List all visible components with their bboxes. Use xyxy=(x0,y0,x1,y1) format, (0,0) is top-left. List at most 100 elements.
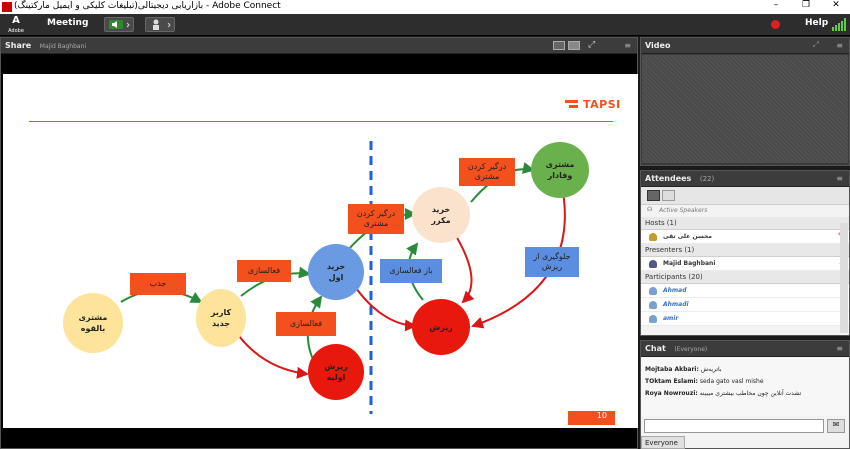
video-title: Video xyxy=(645,41,671,50)
host-avatar-icon xyxy=(649,233,657,241)
label-attract: جذب xyxy=(130,273,186,295)
label-reactivation: باز فعالسازی xyxy=(380,259,442,283)
share-menu-icon[interactable]: ≡ xyxy=(624,41,631,50)
chat-recipient-tab[interactable]: Everyone xyxy=(641,436,685,449)
share-title: Share xyxy=(5,41,32,50)
participants-section[interactable]: Participants (20) xyxy=(641,271,849,284)
presenter-name: Majid Baghbani xyxy=(39,43,87,50)
slide: TAPSI مشتری بالقوه کاربر جدید ریزش اولیه… xyxy=(3,74,638,428)
list-view-icon[interactable] xyxy=(647,190,660,201)
participants-label: Participants (20) xyxy=(645,273,703,281)
label-churn-prevention: جلوگیری از ریزش xyxy=(525,247,579,277)
label-activation-1: فعالسازی xyxy=(237,260,291,282)
hosts-section[interactable]: Hosts (1) xyxy=(641,217,849,230)
presenters-label: Presenters (1) xyxy=(645,246,695,254)
video-menu-icon[interactable]: ≡ xyxy=(836,41,843,50)
share-pod-header: Share Majid Baghbani ⤢ ≡ xyxy=(1,38,637,54)
participant-name: Ahmad xyxy=(663,287,687,294)
chat-pod-header: Chat (Everyone) ≡ xyxy=(641,341,849,357)
attendees-menu-icon[interactable]: ≡ xyxy=(836,174,843,183)
connection-strength-icon xyxy=(832,18,846,31)
header-rule xyxy=(29,121,613,122)
slide-page-number: 10 xyxy=(568,411,615,425)
layout-icon[interactable] xyxy=(553,41,565,50)
node-loyal-customer: مشتری وفادار xyxy=(531,142,589,198)
label-engage-1: درگیر کردن مشتری xyxy=(348,204,404,234)
status-view-icon[interactable] xyxy=(662,190,675,201)
node-churn: ریزش xyxy=(412,299,470,355)
attendees-title: Attendees xyxy=(645,174,692,183)
person-icon xyxy=(153,19,171,30)
chat-user: Mojtaba Akbari: xyxy=(645,366,699,373)
participant-row[interactable]: Ahmad xyxy=(641,284,849,298)
chat-message: Mojtaba Akbari: باتریەش xyxy=(645,366,849,373)
chat-user: TOktam Eslami: xyxy=(645,378,698,385)
participant-avatar-icon xyxy=(649,315,657,323)
app-icon xyxy=(2,2,12,12)
participant-row[interactable]: amir xyxy=(641,312,849,326)
attendees-pod-header: Attendees (22) ≡ xyxy=(641,171,849,187)
speaker-button[interactable] xyxy=(104,17,134,32)
attendees-pod: Attendees (22) ≡ ☊ Active Speakers Hosts… xyxy=(640,170,850,336)
chat-log: Mojtaba Akbari: باتریەش TOktam Eslami: s… xyxy=(641,358,849,416)
node-initial-churn: ریزش اولیه xyxy=(308,344,364,400)
chat-menu-icon[interactable]: ≡ xyxy=(836,344,843,353)
chat-user: Roya Nowrouzi: xyxy=(645,390,698,397)
attendees-scrollbar[interactable] xyxy=(840,223,848,333)
fit-width-icon[interactable] xyxy=(568,41,580,50)
participant-avatar-icon xyxy=(649,287,657,295)
minimize-button[interactable]: – xyxy=(773,0,779,10)
window-title: بازاریابی دیجیتالی(تبلیغات کلیکی و ایمیل… xyxy=(14,1,281,11)
participant-avatar-icon xyxy=(649,301,657,309)
chat-text: باتریەش xyxy=(700,366,722,373)
participant-name: amir xyxy=(663,315,679,322)
presenters-section[interactable]: Presenters (1) xyxy=(641,244,849,257)
host-name: محسن علی تقی xyxy=(663,233,712,240)
label-activation-2: فعالسازی xyxy=(276,312,336,336)
video-fullscreen-icon[interactable]: ⤢ xyxy=(812,40,819,49)
chat-title: Chat xyxy=(645,344,666,353)
chat-text: seda gato vasl mishe xyxy=(699,378,764,385)
chat-recipient-label: Everyone xyxy=(645,439,678,447)
maximize-button[interactable]: ❐ xyxy=(801,0,811,10)
node-first-purchase: خرید اول xyxy=(308,244,364,300)
label-engage-2: درگیر کردن مشتری xyxy=(459,158,515,186)
raise-hand-button[interactable] xyxy=(145,17,175,32)
active-speakers-label: Active Speakers xyxy=(659,207,708,214)
send-message-button[interactable]: ✉ xyxy=(827,419,845,433)
presenter-avatar-icon xyxy=(649,260,657,268)
node-repeat-purchase: خرید مکرر xyxy=(412,187,470,243)
speaker-icon xyxy=(109,20,130,29)
video-area xyxy=(642,55,848,163)
chat-message: TOktam Eslami: seda gato vasl mishe xyxy=(645,378,849,385)
send-icon: ✉ xyxy=(832,420,840,429)
active-speakers: ☊ Active Speakers xyxy=(641,205,849,217)
hosts-label: Hosts (1) xyxy=(645,219,677,227)
tapsi-logo-mark xyxy=(565,100,578,108)
node-new-user: کاربر جدید xyxy=(196,289,246,347)
title-bar: بازاریابی دیجیتالی(تبلیغات کلیکی و ایمیل… xyxy=(0,0,850,14)
host-row[interactable]: محسن علی تقی✎ xyxy=(641,230,849,244)
close-button[interactable]: ✕ xyxy=(832,0,840,10)
fullscreen-icon[interactable]: ⤢ xyxy=(588,40,596,50)
chat-scope: (Everyone) xyxy=(674,346,708,353)
tapsi-logo-text: TAPSI xyxy=(583,98,621,111)
speaker-icon: ☊ xyxy=(647,206,653,213)
presenter-row-name: Majid Baghbani xyxy=(663,260,716,267)
participant-row[interactable]: Ahmadi xyxy=(641,298,849,312)
attendee-count: (22) xyxy=(699,175,715,183)
record-indicator xyxy=(771,20,780,29)
help-menu[interactable]: Help xyxy=(805,18,829,28)
video-pod-header: Video ⤢ ≡ xyxy=(641,38,849,54)
presenter-row[interactable]: Majid Baghbani♪ xyxy=(641,257,849,271)
video-pod: Video ⤢ ≡ xyxy=(640,37,850,166)
chat-text: تشدت آنلاین چون مخاطب بیشتری میبینه xyxy=(699,390,802,397)
meeting-menu[interactable]: Meeting xyxy=(47,18,89,28)
attendees-toolbar xyxy=(641,187,849,205)
node-potential-customer: مشتری بالقوه xyxy=(63,293,123,353)
chat-input[interactable] xyxy=(644,419,824,433)
chat-pod: Chat (Everyone) ≡ Mojtaba Akbari: باتریە… xyxy=(640,340,850,449)
participant-name: Ahmadi xyxy=(663,301,689,308)
